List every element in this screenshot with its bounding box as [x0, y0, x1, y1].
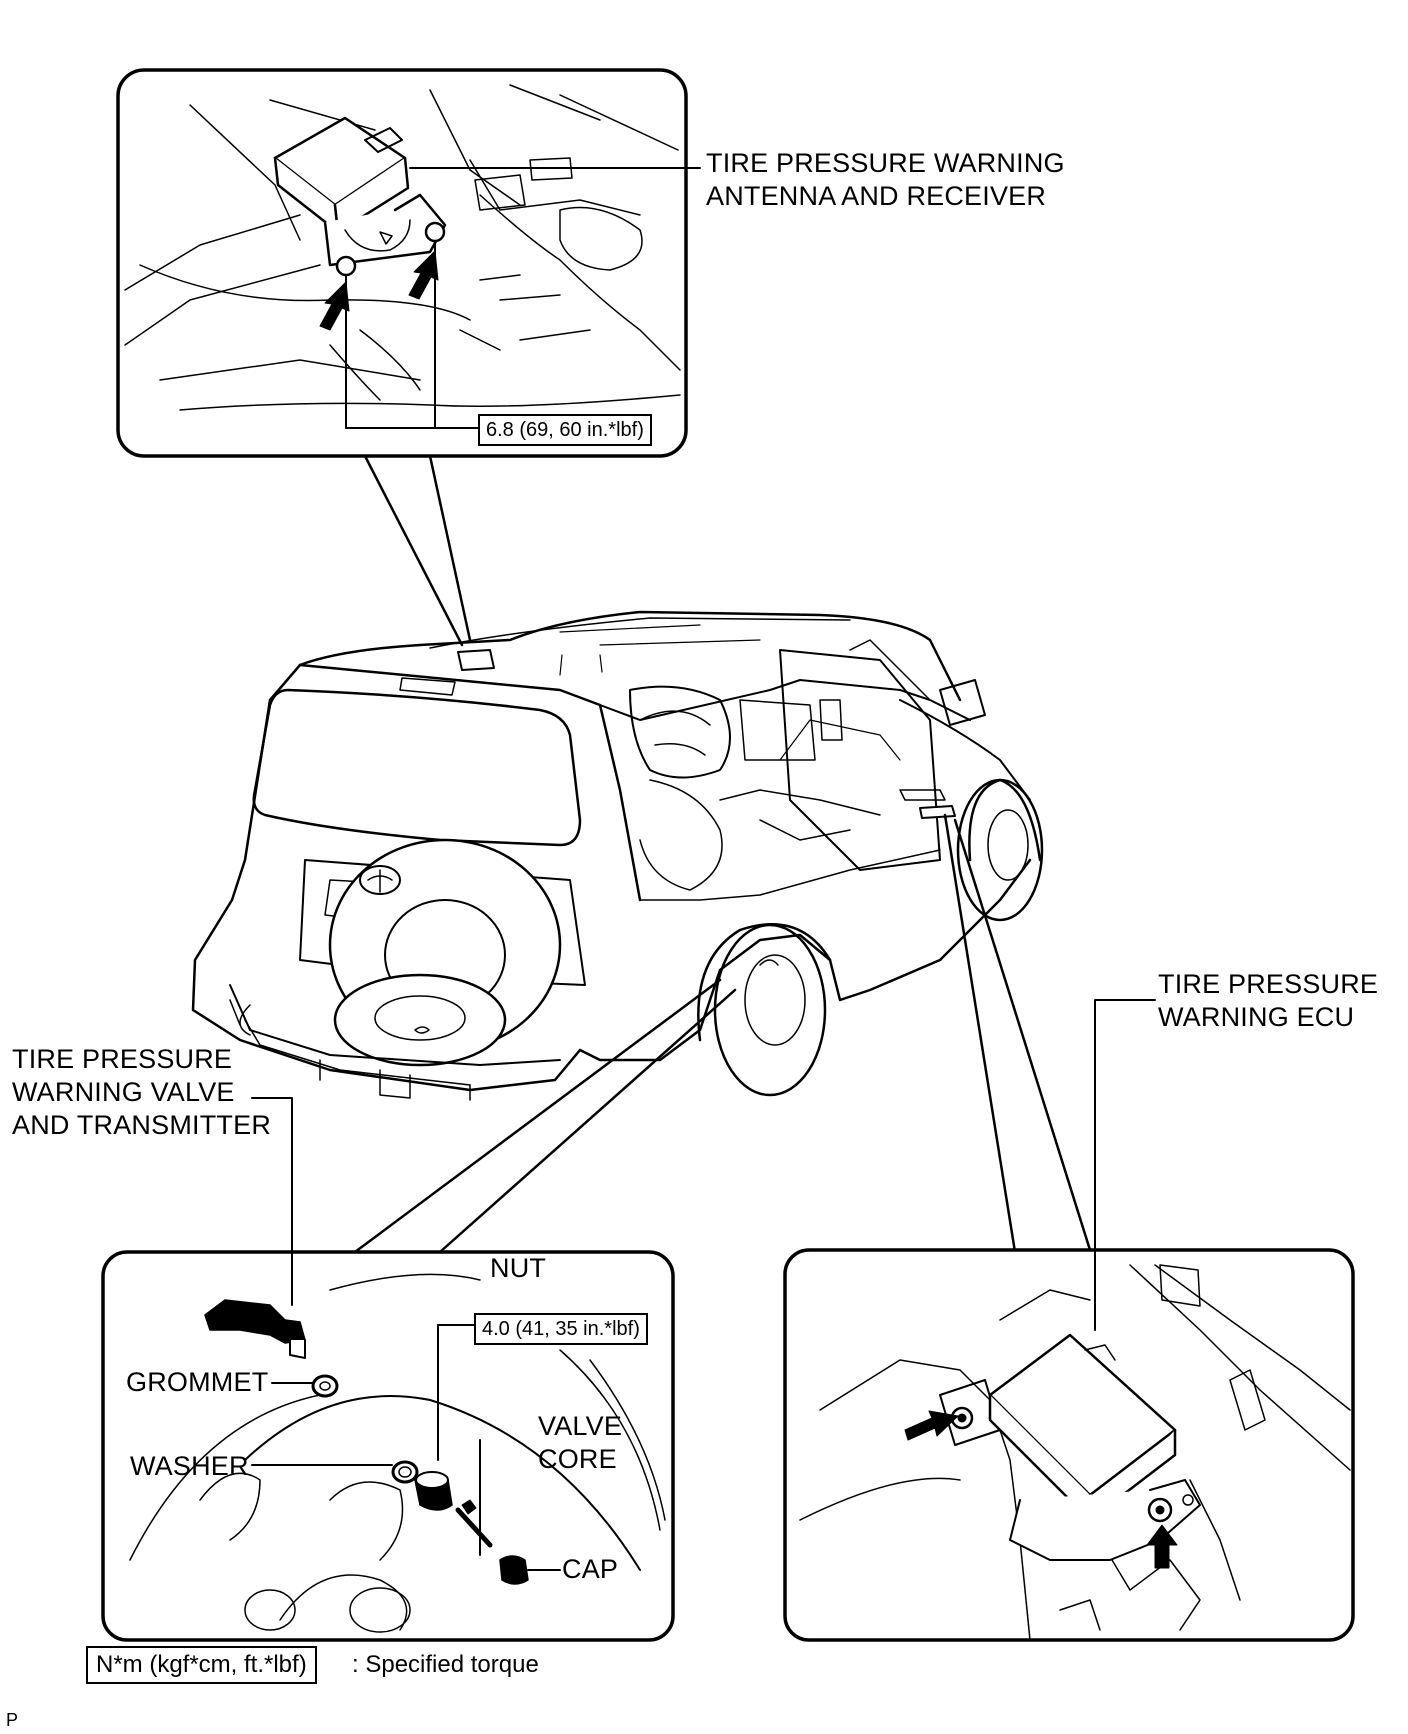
antenna-receiver-label-line1: TIRE PRESSURE WARNING — [706, 148, 1065, 178]
valve-core-label-line2: CORE — [538, 1444, 617, 1474]
valve-transmitter-label-line1: TIRE PRESSURE — [12, 1044, 233, 1074]
ecu-label-line2: WARNING ECU — [1158, 1002, 1355, 1032]
corner-mark: P — [6, 1710, 19, 1730]
cap-label: CAP — [562, 1554, 619, 1584]
nut-torque-spec: 4.0 (41, 35 in.*lbf) — [474, 1313, 648, 1345]
antenna-torque-spec: 6.8 (69, 60 in.*lbf) — [478, 414, 652, 446]
valve-transmitter-label-line3: AND TRANSMITTER — [12, 1110, 272, 1140]
nut-label: NUT — [490, 1253, 547, 1283]
ecu-label-line1: TIRE PRESSURE — [1158, 969, 1379, 999]
antenna-callout-wedge — [363, 454, 472, 647]
ecu-detail-panel — [783, 1248, 1355, 1642]
vehicle-illustration — [191, 610, 1044, 1101]
torque-unit-legend: N*m (kgf*cm, ft.*lbf) — [86, 1646, 317, 1684]
washer-label: WASHER — [130, 1451, 249, 1481]
antenna-detail-panel — [116, 68, 701, 458]
valve-detail-panel — [101, 1250, 675, 1642]
valve-core-label-line1: VALVE — [538, 1411, 623, 1441]
grommet-label: GROMMET — [126, 1367, 269, 1397]
valve-transmitter-label-line2: WARNING VALVE — [12, 1077, 235, 1107]
antenna-receiver-label-line2: ANTENNA AND RECEIVER — [706, 181, 1047, 211]
ecu-leader-line — [1094, 999, 1156, 1253]
valve-callout-wedge — [353, 978, 737, 1254]
ecu-callout-wedge — [943, 813, 1092, 1254]
valve-leader-line — [251, 1097, 293, 1306]
specified-torque-legend: : Specified torque — [352, 1651, 539, 1678]
